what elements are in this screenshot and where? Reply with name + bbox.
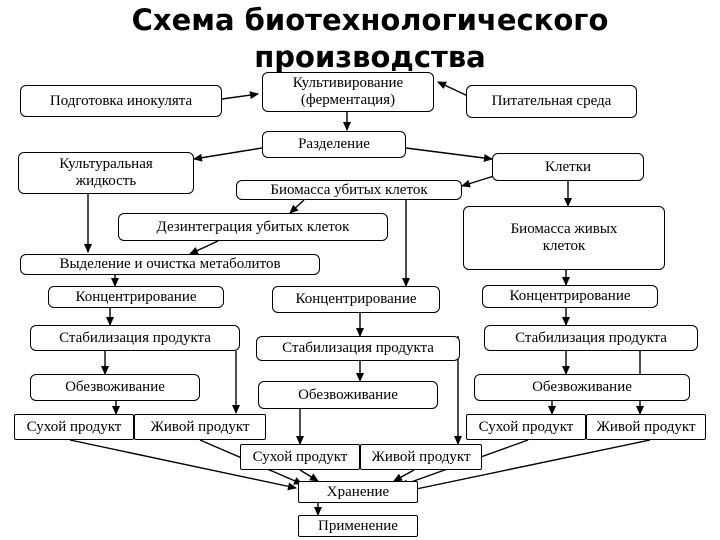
node-dehydration-mid: Обезвоживание bbox=[258, 381, 438, 409]
node-dehydration-left: Обезвоживание bbox=[30, 374, 200, 401]
node-stabilization-right: Стабилизация продукта bbox=[484, 325, 698, 351]
node-live-product-right: Живой продукт bbox=[586, 414, 706, 440]
node-live-biomass: Биомасса живых клеток bbox=[463, 206, 665, 270]
arrow-inoculum-to-cultivation bbox=[221, 91, 259, 100]
node-stabilization-mid: Стабилизация продукта bbox=[256, 336, 460, 361]
node-isolation: Выделение и очистка метаболитов bbox=[20, 254, 320, 275]
node-stabilization-left: Стабилизация продукта bbox=[30, 325, 240, 351]
node-application: Применение bbox=[298, 515, 418, 537]
arrow-dry-prod-left-to-storage bbox=[69, 439, 297, 491]
node-live-product-left: Живой продукт bbox=[134, 414, 266, 440]
node-dry-product-right: Сухой продукт bbox=[466, 414, 586, 440]
arrow-live-prod-right-to-storage bbox=[401, 439, 651, 495]
node-dehydration-right: Обезвоживание bbox=[474, 374, 690, 401]
diagram-title: Схема биотехнологического производства bbox=[131, 3, 609, 74]
node-concentration-mid: Концентрирование bbox=[272, 286, 440, 313]
node-concentration-left: Концентрирование bbox=[48, 286, 224, 308]
node-disintegration: Дезинтеграция убитых клеток bbox=[118, 213, 388, 241]
node-live-product-mid: Живой продукт bbox=[360, 444, 482, 470]
arrow-cells-to-dead-biomass bbox=[461, 175, 495, 188]
arrow-separation-to-liquid bbox=[193, 147, 263, 162]
node-dry-product-mid: Сухой продукт bbox=[240, 444, 360, 470]
arrow-medium-to-cultivation bbox=[437, 81, 471, 98]
node-cells: Клетки bbox=[492, 153, 644, 181]
node-inoculum: Подготовка инокулята bbox=[20, 85, 222, 117]
node-dry-product-left: Сухой продукт bbox=[14, 414, 134, 440]
node-storage: Хранение bbox=[298, 481, 418, 503]
node-nutrient-medium: Питательная среда bbox=[466, 85, 637, 118]
node-separation: Разделение bbox=[262, 131, 406, 158]
arrow-disintegration-to-isolation bbox=[189, 240, 219, 255]
arrow-separation-to-cells bbox=[405, 147, 493, 162]
arrow-dead-biomass-to-disintegration bbox=[289, 199, 305, 214]
node-dead-biomass: Биомасса убитых клеток bbox=[236, 180, 462, 200]
node-cultivation: Культивирование (ферментация) bbox=[262, 72, 434, 112]
node-concentration-right: Концентрирование bbox=[482, 285, 658, 308]
node-culture-liquid: Культуральная жидкость bbox=[18, 152, 194, 194]
arrow-dry-prod-mid-to-storage bbox=[299, 469, 319, 482]
arrow-live-prod-mid-to-storage bbox=[393, 469, 415, 482]
